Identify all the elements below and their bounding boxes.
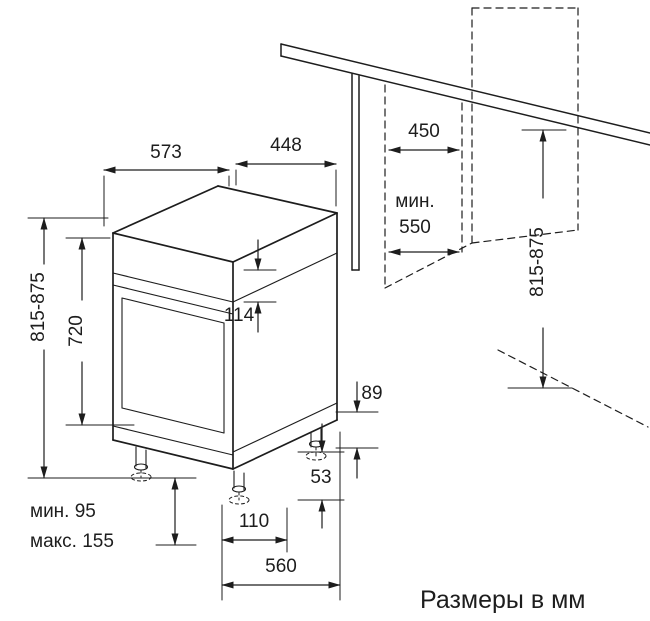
dim-rear-foot-offset-label: 53 bbox=[310, 467, 331, 488]
dim-base-depth-label: 560 bbox=[265, 556, 297, 577]
dim-front-foot-offset: 110 bbox=[221, 504, 288, 601]
dim-panel-height-label: 114 bbox=[224, 305, 255, 326]
dim-depth-top-label: 573 bbox=[150, 142, 182, 163]
cabinet-side-panel bbox=[351, 73, 360, 271]
countertop bbox=[280, 43, 650, 146]
dim-width-top-label: 448 bbox=[270, 135, 302, 156]
dim-front-foot-offset-label: 110 bbox=[239, 511, 269, 532]
dim-plinth-height: 89 bbox=[335, 381, 383, 479]
dim-niche-height: 815-875 bbox=[507, 129, 573, 389]
dim-niche-depth-word: мин. bbox=[395, 191, 434, 212]
dim-plinth-height-label: 89 bbox=[361, 383, 382, 404]
dim-panel-height: 114 bbox=[224, 239, 277, 333]
dim-niche-depth: мин. 550 bbox=[388, 191, 460, 256]
dishwasher-body bbox=[112, 185, 338, 470]
dim-depth-top: 573 bbox=[103, 142, 230, 227]
dishwasher-front-details bbox=[112, 252, 338, 456]
dim-door-height-label: 720 bbox=[66, 315, 87, 347]
dim-niche-width-label: 450 bbox=[408, 121, 440, 142]
dim-niche-height-label: 815-875 bbox=[527, 227, 548, 297]
dim-width-top: 448 bbox=[235, 135, 337, 207]
dim-niche-width: 450 bbox=[388, 121, 460, 154]
dim-total-height-label: 815-875 bbox=[28, 272, 49, 342]
dim-total-height: 815-875 bbox=[27, 217, 197, 479]
dim-base-depth: 560 bbox=[221, 431, 341, 601]
dishwasher-feet bbox=[130, 428, 327, 505]
dim-feet-max-label: макс. 155 bbox=[30, 531, 114, 552]
dim-rear-foot-offset: 53 bbox=[297, 423, 345, 529]
dim-niche-depth-value: 550 bbox=[399, 217, 431, 238]
dim-feet-adjust: мин. 95 макс. 155 bbox=[30, 477, 197, 552]
niche-dashed-outline bbox=[384, 7, 649, 428]
units-caption: Размеры в мм bbox=[420, 586, 585, 614]
dim-feet-min-label: мин. 95 bbox=[30, 501, 96, 522]
dim-door-height: 720 bbox=[65, 237, 135, 426]
